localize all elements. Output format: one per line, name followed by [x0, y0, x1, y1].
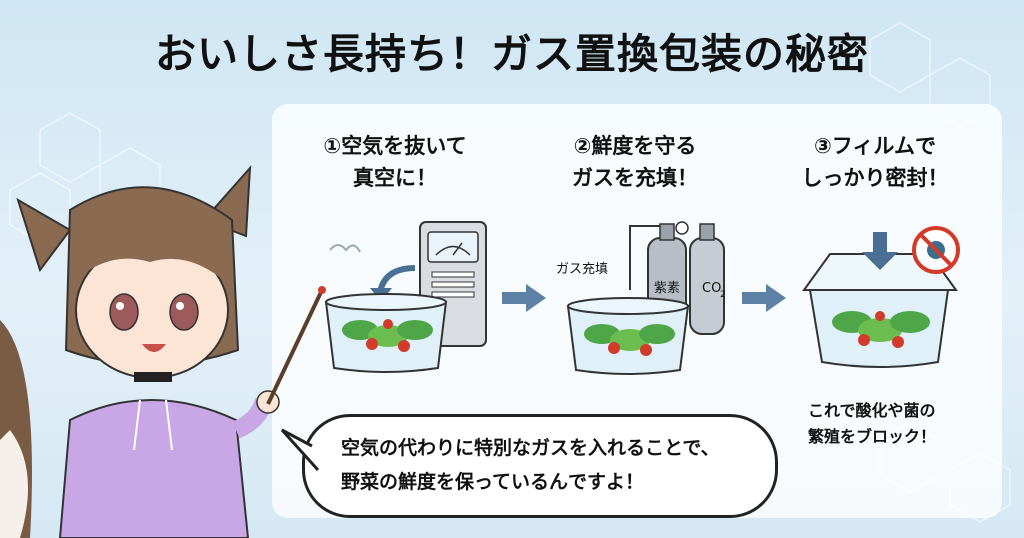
fox-girl-character: [0, 165, 326, 538]
salad-container-2: [566, 297, 690, 375]
no-bacteria-icon: [912, 226, 960, 274]
gas-tank-co2: [689, 223, 725, 335]
step-1-title: ①空気を抜いて 真空に！: [290, 130, 500, 194]
speech-text: 空気の代わりに特別なガスを入れることで、 野菜の鮮度を保っているんですよ！: [341, 431, 720, 499]
step-3-title-line2: しっかり密封！: [801, 166, 949, 190]
step-1-title-line2: 真空に！: [353, 166, 437, 190]
page-title: おいしさ長持ち！ガス置換包装の秘密: [155, 30, 869, 78]
step-3-caption-line2: 繁殖をブロック！: [808, 427, 937, 446]
step-3-title: ③フィルムで しっかり密封！: [770, 130, 980, 194]
process-arrow-1: [502, 284, 546, 312]
gas-fill-label: ガス充填: [556, 262, 609, 277]
salad-container-1: [324, 293, 448, 373]
step-2-title-line1: ②鮮度を守る: [573, 134, 697, 158]
step-2-title: ②鮮度を守る ガスを充填！: [530, 130, 740, 194]
step-3-caption: これで酸化や菌の 繁殖をブロック！: [808, 398, 998, 450]
step-3-caption-line1: これで酸化や菌の: [808, 401, 936, 420]
down-arrow-icon: [862, 232, 898, 270]
speech-line-1: 空気の代わりに特別なガスを入れることで、: [341, 437, 720, 459]
step-2-title-line2: ガスを充填！: [572, 166, 698, 190]
step-1-title-line1: ①空気を抜いて: [323, 134, 467, 158]
speech-line-2: 野菜の鮮度を保っているんですよ！: [341, 471, 645, 493]
process-arrow-2: [742, 284, 786, 312]
step-3-title-line1: ③フィルムで: [814, 134, 936, 158]
speech-bubble: 空気の代わりに特別なガスを入れることで、 野菜の鮮度を保っているんですよ！: [302, 414, 778, 518]
